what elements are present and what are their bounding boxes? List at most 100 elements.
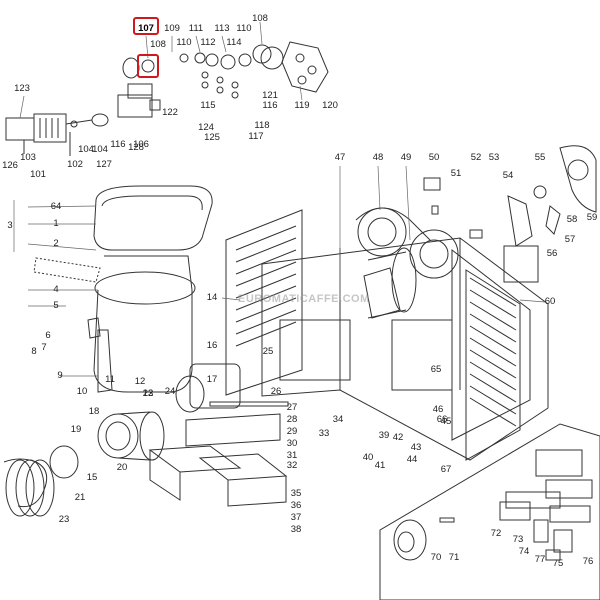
callout-114: 114: [226, 37, 242, 48]
callout-18: 18: [88, 406, 100, 417]
callout-45: 45: [440, 416, 452, 427]
callout-110: 110: [236, 23, 252, 34]
callout-120: 120: [322, 100, 338, 111]
callout-26: 26: [270, 386, 282, 397]
callout-126: 126: [2, 160, 18, 171]
callout-6: 6: [45, 330, 51, 341]
machine-frame: [225, 209, 549, 461]
callout-125: 125: [204, 132, 220, 143]
callout-11: 11: [105, 374, 115, 385]
callout-104: 104: [92, 144, 108, 155]
pump-motor: [5, 113, 109, 156]
callout-75: 75: [552, 558, 564, 569]
callout-23: 23: [58, 514, 70, 525]
callout-118: 118: [254, 120, 270, 131]
right-side-parts: [423, 145, 597, 283]
callout-17: 17: [206, 374, 218, 385]
callout-38: 38: [290, 524, 302, 535]
callout-117: 117: [248, 131, 264, 142]
callout-108: 108: [252, 13, 268, 24]
callout-52: 52: [470, 152, 482, 163]
callout-124: 124: [198, 122, 214, 133]
callout-39: 39: [378, 430, 390, 441]
auger-and-drum: [3, 363, 289, 517]
callout-58: 58: [566, 214, 578, 225]
callout-highlight-107: [133, 17, 159, 35]
callout-56: 56: [546, 248, 558, 259]
callout-60: 60: [544, 296, 556, 307]
callout-104: 104: [78, 144, 94, 155]
callout-127: 127: [96, 159, 112, 170]
callout-65: 65: [430, 364, 442, 375]
callout-4: 4: [53, 284, 59, 295]
callout-35: 35: [290, 488, 302, 499]
callout-50: 50: [428, 152, 440, 163]
callout-123: 123: [14, 83, 30, 94]
callout-119: 119: [294, 100, 310, 111]
callout-9: 9: [57, 370, 63, 381]
callout-110: 110: [176, 37, 192, 48]
callout-53: 53: [488, 152, 500, 163]
callout-70: 70: [430, 552, 442, 563]
part-highlight-107: [137, 54, 159, 78]
callout-22: 22: [142, 388, 154, 399]
callout-103: 103: [20, 152, 36, 163]
callout-59: 59: [586, 212, 598, 223]
callout-72: 72: [490, 528, 502, 539]
callout-76: 76: [582, 556, 594, 567]
callout-122: 122: [162, 107, 178, 118]
callout-15: 15: [86, 472, 98, 483]
callout-67: 67: [440, 464, 452, 475]
callout-3: 3: [7, 220, 13, 231]
callout-74: 74: [518, 546, 530, 557]
callout-32: 32: [286, 460, 298, 471]
callout-21: 21: [74, 492, 86, 503]
callout-101: 101: [30, 169, 46, 180]
callout-128: 128: [128, 142, 144, 153]
bowl-assembly: [33, 185, 213, 393]
callout-42: 42: [392, 432, 404, 443]
callout-40: 40: [362, 452, 374, 463]
callout-24: 24: [164, 386, 176, 397]
callout-77: 77: [534, 554, 546, 565]
callout-57: 57: [564, 234, 576, 245]
callout-1: 1: [53, 218, 59, 229]
callout-73: 73: [512, 534, 524, 545]
callout-13: 13: [142, 388, 154, 399]
watermark: EUROMATICAFFE.COM: [238, 293, 370, 305]
callout-49: 49: [400, 152, 412, 163]
callout-19: 19: [70, 424, 82, 435]
callout-116: 116: [110, 139, 126, 150]
callout-29: 29: [286, 426, 298, 437]
callout-14: 14: [206, 292, 218, 303]
callout-30: 30: [286, 438, 298, 449]
callout-112: 112: [200, 37, 216, 48]
callout-31: 31: [286, 450, 298, 461]
callout-20: 20: [116, 462, 128, 473]
callout-64: 64: [50, 201, 62, 212]
callout-54: 54: [502, 170, 514, 181]
callout-48: 48: [372, 152, 384, 163]
drip-trays: [148, 413, 288, 507]
callout-66: 66: [436, 414, 448, 425]
callout-109: 109: [164, 23, 180, 34]
callout-111: 111: [188, 23, 204, 34]
callout-43: 43: [410, 442, 422, 453]
callout-71: 71: [448, 552, 460, 563]
callout-25: 25: [262, 346, 274, 357]
callout-41: 41: [374, 460, 386, 471]
callout-51: 51: [450, 168, 462, 179]
control-panel-inset: [379, 423, 600, 600]
callout-55: 55: [534, 152, 546, 163]
callout-7: 7: [41, 342, 47, 353]
callout-16: 16: [206, 340, 218, 351]
callout-28: 28: [286, 414, 298, 425]
callout-5: 5: [53, 300, 59, 311]
gear-motor-assembly: [117, 41, 329, 118]
callout-44: 44: [406, 454, 418, 465]
callout-12: 12: [134, 376, 146, 387]
callout-2: 2: [53, 238, 59, 249]
callout-113: 113: [214, 23, 230, 34]
callout-47: 47: [334, 152, 346, 163]
